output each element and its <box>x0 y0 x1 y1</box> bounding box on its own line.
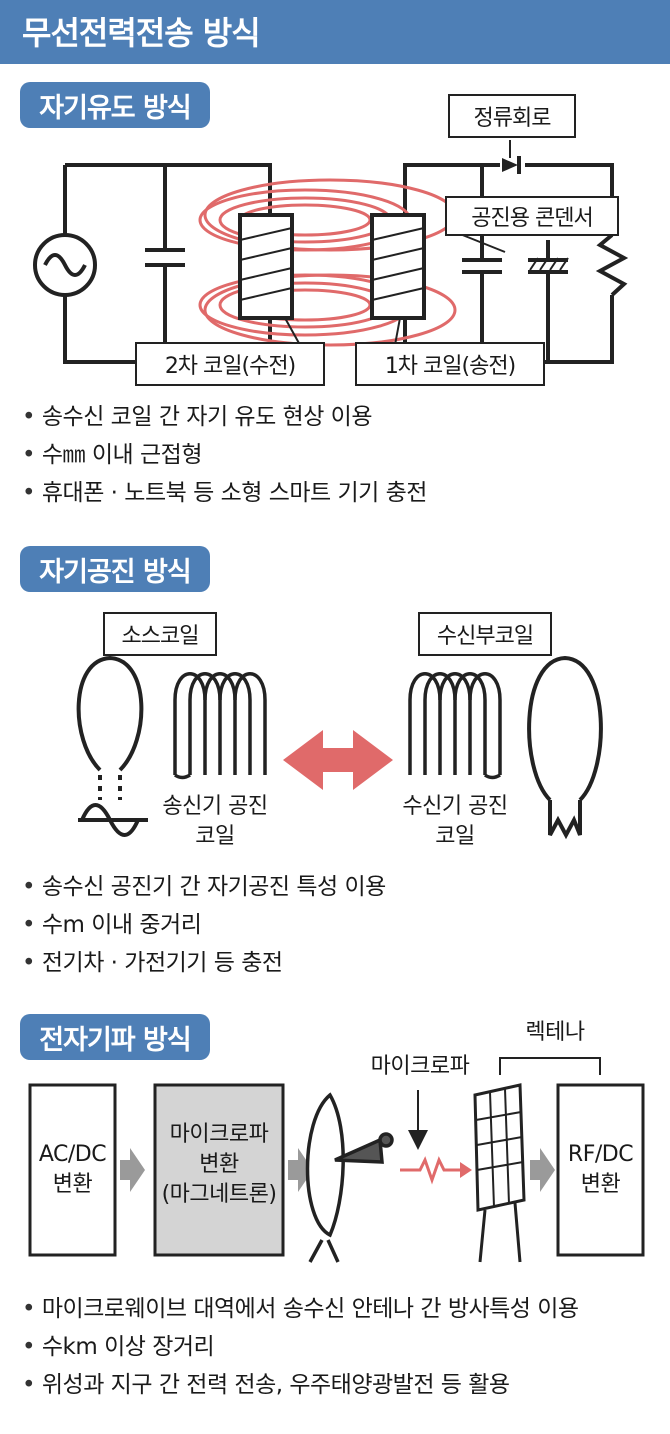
block-line: RF/DC <box>567 1142 634 1167</box>
block-line: (마그네트론) <box>161 1182 277 1207</box>
capacitor-label: 공진용 콘덴서 <box>445 196 619 236</box>
rectenna-grid-icon <box>473 1083 526 1263</box>
source-loop-icon <box>76 655 148 837</box>
rx-resonator-coil-icon <box>408 672 502 780</box>
section-tag-induction: 자기유도 방식 <box>20 82 210 128</box>
microwave-wave-icon <box>400 1156 460 1185</box>
title-bar: 무선전력전송 방식 <box>0 0 670 64</box>
receiver-load-icon <box>527 655 603 840</box>
tx-resonator-coil-icon <box>173 672 267 780</box>
microwave-label: 마이크로파 <box>370 1054 470 1079</box>
diode-icon <box>502 156 521 174</box>
magnetron-block <box>153 1083 285 1257</box>
block-line: 변환 <box>52 1172 93 1197</box>
primary-coil-label: 1차 코일(송전) <box>355 342 545 386</box>
list-item: 휴대폰 · 노트북 등 소형 스마트 기기 충전 <box>22 474 428 512</box>
section-tag-resonance: 자기공진 방식 <box>20 546 210 592</box>
rfdc-block <box>556 1083 645 1257</box>
secondary-pointer <box>284 317 301 346</box>
rx-resonator-caption: 수신기 공진 코일 <box>390 792 520 852</box>
receiver-coil-label: 수신부코일 <box>418 612 552 656</box>
dish-antenna-icon <box>305 1092 394 1263</box>
page-title: 무선전력전송 방식 <box>22 14 261 52</box>
magnetron-block-text: 마이크로파 변환 (마그네트론) <box>155 1120 283 1210</box>
list-item: 수㎜ 이내 근접형 <box>22 436 427 474</box>
induction-bullets: 송수신 코일 간 자기 유도 현상 이용 수㎜ 이내 근접형 휴대폰 · 노트북… <box>22 398 428 512</box>
caption-line: 코일 <box>435 824 475 849</box>
resonance-bullets: 송수신 공진기 간 자기공진 특성 이용 수m 이내 중거리 전기차 · 가전기… <box>22 868 386 982</box>
list-item: 송수신 공진기 간 자기공진 특성 이용 <box>22 868 386 906</box>
caption-line: 수신기 공진 <box>402 794 508 819</box>
caption-line: 송신기 공진 <box>162 794 268 819</box>
list-item: 전기차 · 가전기기 등 충전 <box>22 944 386 982</box>
block-line: 변환 <box>199 1152 239 1177</box>
caption-line: 코일 <box>195 824 235 849</box>
list-item: 수m 이내 중거리 <box>22 906 386 944</box>
list-item: 위성과 지구 간 전력 전송, 우주태양광발전 등 활용 <box>22 1366 579 1404</box>
rectenna-label: 렉테나 <box>525 1020 585 1045</box>
flow-arrows <box>120 1148 555 1192</box>
list-item: 수km 이상 장거리 <box>22 1328 579 1366</box>
secondary-coil-label: 2차 코일(수전) <box>135 342 325 386</box>
rectenna-bracket <box>499 1057 601 1075</box>
list-item: 송수신 코일 간 자기 유도 현상 이용 <box>22 398 427 436</box>
rectifier-label: 정류회로 <box>448 94 576 138</box>
microwave-bullets: 마이크로웨이브 대역에서 송수신 안테나 간 방사특성 이용 수km 이상 장거… <box>22 1290 579 1404</box>
block-line: 마이크로파 <box>169 1122 269 1147</box>
primary-coil-icon <box>370 213 426 320</box>
tx-resonator-caption: 송신기 공진 코일 <box>150 792 280 852</box>
block-line: AC/DC <box>38 1142 107 1167</box>
list-item: 마이크로웨이브 대역에서 송수신 안테나 간 방사특성 이용 <box>22 1290 579 1328</box>
variable-capacitor-hatch <box>529 257 569 271</box>
primary-pointer <box>394 317 401 346</box>
acdc-block <box>28 1083 117 1257</box>
resonance-arrow-icon <box>283 730 393 790</box>
source-coil-label: 소스코일 <box>103 612 217 656</box>
ac-source-icon <box>33 233 97 297</box>
block-line: 변환 <box>580 1172 621 1197</box>
rfdc-block-text: RF/DC 변환 <box>558 1140 643 1200</box>
acdc-block-text: AC/DC 변환 <box>30 1140 115 1200</box>
secondary-coil-icon <box>238 213 294 320</box>
section-tag-microwave: 전자기파 방식 <box>20 1014 210 1060</box>
